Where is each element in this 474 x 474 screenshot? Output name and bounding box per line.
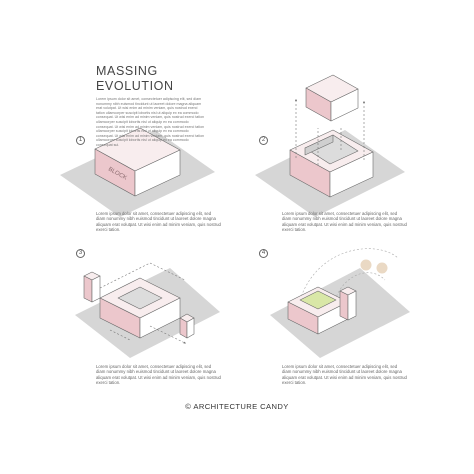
step-4-number: 4 — [259, 249, 268, 258]
left-wing-piece — [83, 271, 101, 303]
step-4-diagram — [270, 248, 410, 358]
step-4-caption: Lorem ipsum dolor sit amet, consectetuer… — [282, 364, 407, 385]
right-wing-piece — [179, 313, 195, 339]
step-3-caption: Lorem ipsum dolor sit amet, consectetuer… — [96, 364, 221, 385]
sun-position — [376, 262, 388, 274]
sun-path-arc — [299, 248, 399, 301]
step-2-caption: Lorem ipsum dolor sit amet, consectetuer… — [282, 211, 407, 232]
step-2-diagram — [255, 74, 405, 217]
courtyard-block — [289, 129, 374, 198]
lift-arrows — [294, 98, 366, 165]
title-line-1: MASSING — [96, 64, 158, 78]
step-1-number: 1 — [76, 136, 85, 145]
page-title: MASSING EVOLUTION — [96, 64, 174, 94]
copyright-credit: © ARCHITECTURE CANDY — [185, 402, 289, 411]
step-3-diagram — [75, 262, 220, 358]
u-shaped-mass — [99, 277, 181, 339]
block-mass — [94, 127, 181, 197]
step-2-number: 2 — [259, 136, 268, 145]
step-1-caption: Lorem ipsum dolor sit amet, consectetuer… — [96, 211, 221, 232]
step-1-diagram: BLOCK — [60, 127, 215, 217]
title-line-2: EVOLUTION — [96, 79, 174, 93]
extracted-volume — [305, 74, 359, 122]
sun-path-arc-lower — [334, 272, 386, 301]
sun-position — [360, 259, 372, 271]
tower-piece — [339, 286, 357, 321]
step-3-number: 3 — [76, 249, 85, 258]
shift-arrows — [99, 262, 187, 344]
intro-text: Lorem ipsum dolor sit amet, consectetuer… — [96, 97, 205, 147]
